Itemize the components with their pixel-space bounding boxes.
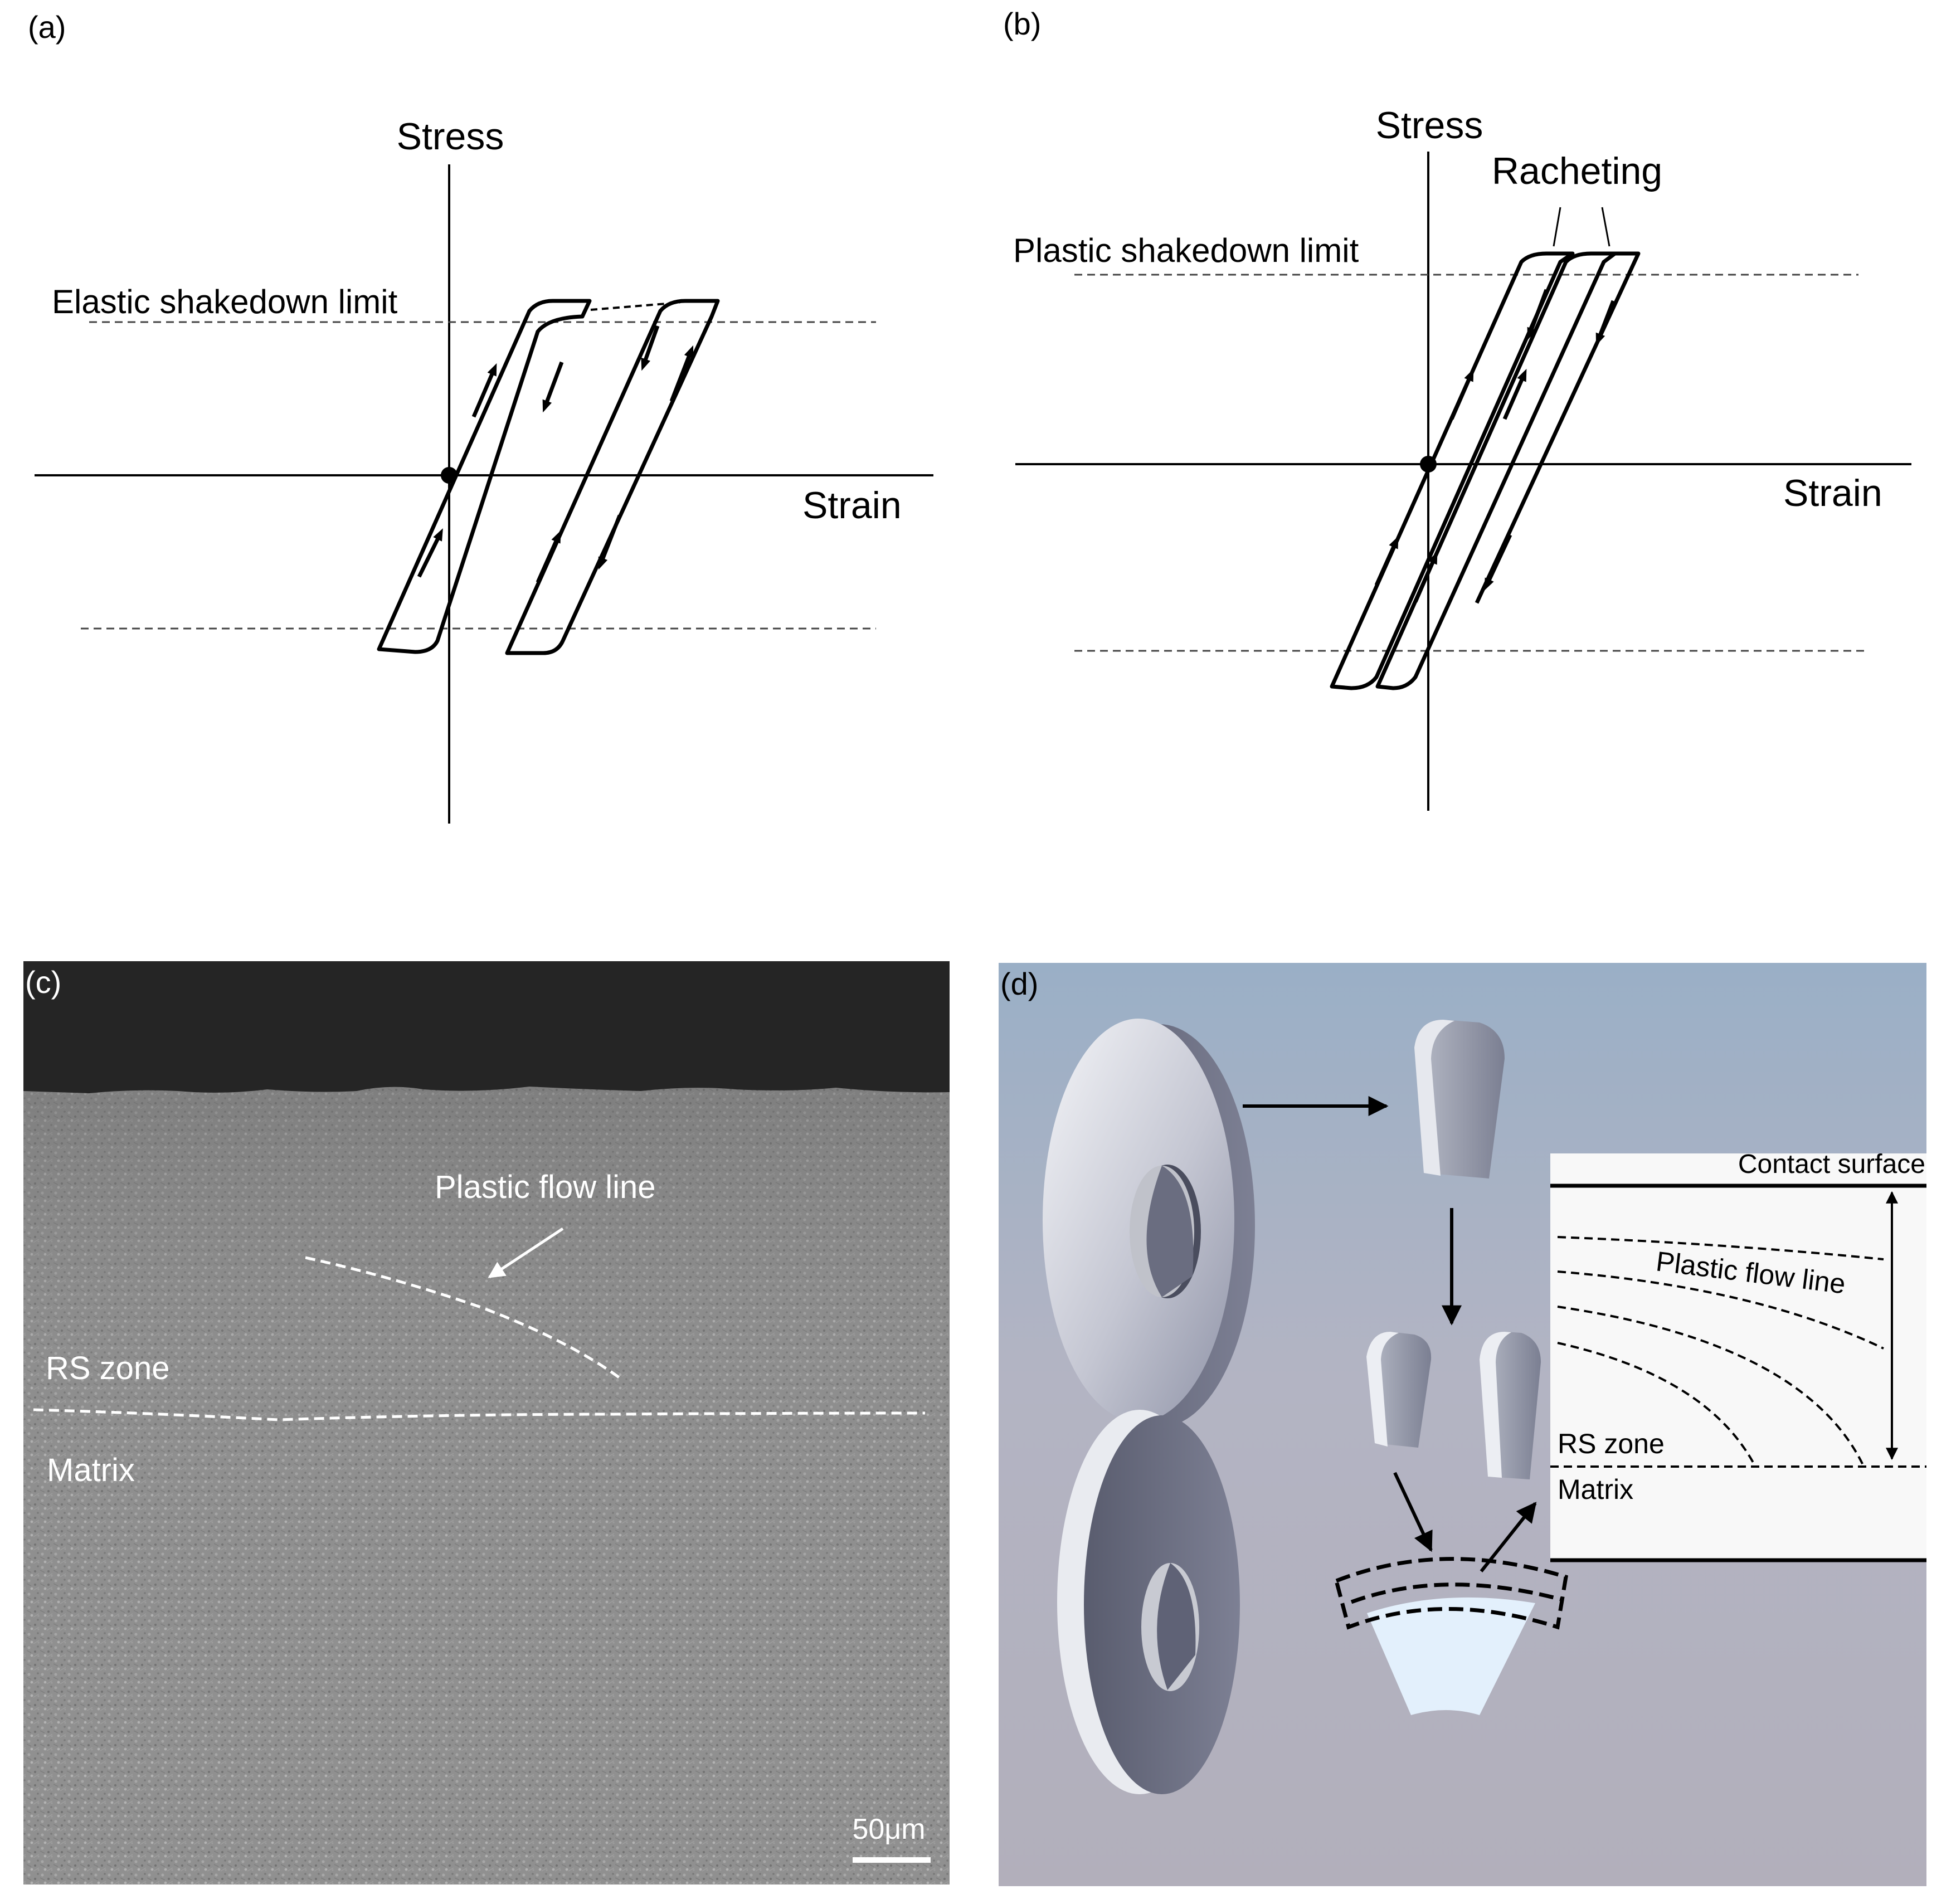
panel-a-arrow-down-1 xyxy=(542,361,564,413)
panel-b-x-axis-label: Strain xyxy=(1783,472,1882,514)
panel-b: (b) Stress Racheting Strain Plastic shak… xyxy=(1003,6,1911,811)
cut-block-top xyxy=(1414,1020,1505,1179)
panel-b-limit-label: Plastic shakedown limit xyxy=(1013,232,1359,269)
panel-b-y-axis-label: Stress xyxy=(1376,104,1483,147)
panel-d: (d) xyxy=(999,963,1926,1886)
panel-b-ratchet-label: Racheting xyxy=(1492,150,1662,192)
panel-b-arrow-down-3 xyxy=(1484,534,1512,591)
contact-surface-label: Contact surface xyxy=(1738,1150,1925,1179)
panel-a-loop-1 xyxy=(377,299,592,654)
cross-section-schematic: Contact surface Plastic flow line RS zon… xyxy=(1550,1150,1926,1562)
panel-a-ratchet-connector xyxy=(590,301,680,311)
panel-c-rs-label: RS zone xyxy=(46,1350,169,1386)
panel-c-dark-background xyxy=(23,961,950,1093)
panel-b-ratchet-pointer-1 xyxy=(1553,207,1561,247)
panel-b-arrow-up-4 xyxy=(1502,368,1527,420)
schematic-matrix-label: Matrix xyxy=(1558,1474,1633,1505)
flow-curve-4 xyxy=(1557,1342,1756,1467)
panel-c-scale-label: 50μm xyxy=(852,1813,925,1845)
panel-a-origin-dot xyxy=(441,467,458,484)
flow-curve-2 xyxy=(1557,1270,1884,1350)
panel-a-x-axis-label: Strain xyxy=(802,484,902,527)
panel-b-ratchet-pointer-2 xyxy=(1601,207,1610,247)
panel-c-matrix-label: Matrix xyxy=(47,1452,135,1488)
panel-a-limit-label: Elastic shakedown limit xyxy=(52,283,398,320)
schematic-rs-label: RS zone xyxy=(1558,1428,1665,1459)
panel-a-arrow-up-1 xyxy=(417,528,443,578)
panel-b-origin-dot xyxy=(1420,456,1437,473)
panel-b-arrow-up-1 xyxy=(1374,535,1399,586)
sector-piece xyxy=(1334,1557,1568,1715)
panel-a-arrow-up-2 xyxy=(471,363,497,418)
flow-curve-3 xyxy=(1557,1306,1865,1468)
arrow-to-zoom xyxy=(1480,1502,1537,1572)
panel-b-label: (b) xyxy=(1003,6,1041,41)
panel-c-rs-boundary xyxy=(33,1408,926,1421)
panel-c-flow-pointer xyxy=(488,1227,564,1279)
panel-b-loop-1 xyxy=(1330,251,1575,690)
panel-c-flow-label: Plastic flow line xyxy=(435,1169,655,1205)
panel-a-arrow-down-3 xyxy=(598,514,622,570)
panel-a-arrow-up-4 xyxy=(669,345,694,402)
panel-a: (a) Stress Strain Elastic shakedown limi… xyxy=(28,9,933,824)
flow-curve-1 xyxy=(1557,1236,1884,1260)
panel-a-arrow-up-3 xyxy=(536,530,561,583)
panel-c-label: (c) xyxy=(25,965,61,1000)
lower-disc xyxy=(1057,1410,1240,1794)
panel-b-arrow-up-2 xyxy=(1449,368,1474,420)
panel-a-loop-2 xyxy=(505,299,720,655)
panel-b-arrow-up-3 xyxy=(1413,551,1438,603)
panel-c-plastic-flow-line xyxy=(305,1256,622,1381)
panel-b-loop-3 xyxy=(1475,251,1641,604)
panel-a-y-axis-label: Stress xyxy=(397,115,504,158)
cut-block-right xyxy=(1480,1332,1541,1479)
panel-c-shading xyxy=(23,961,950,1884)
panel-a-label: (a) xyxy=(28,9,66,45)
panel-a-arrow-down-2 xyxy=(641,325,660,371)
panel-b-loop-2 xyxy=(1375,251,1617,690)
arrow-to-sector xyxy=(1393,1472,1433,1552)
panel-c: (c) Plastic flow line RS zone Matrix 50μ… xyxy=(23,961,950,1884)
panel-c-scale-bar xyxy=(853,1857,931,1863)
cut-block-left xyxy=(1366,1332,1432,1448)
upper-disc xyxy=(1043,1019,1255,1428)
panel-b-arrow-down-1 xyxy=(1527,289,1549,340)
panel-b-arrow-down-2 xyxy=(1595,300,1616,346)
panel-d-label: (d) xyxy=(1000,966,1038,1001)
